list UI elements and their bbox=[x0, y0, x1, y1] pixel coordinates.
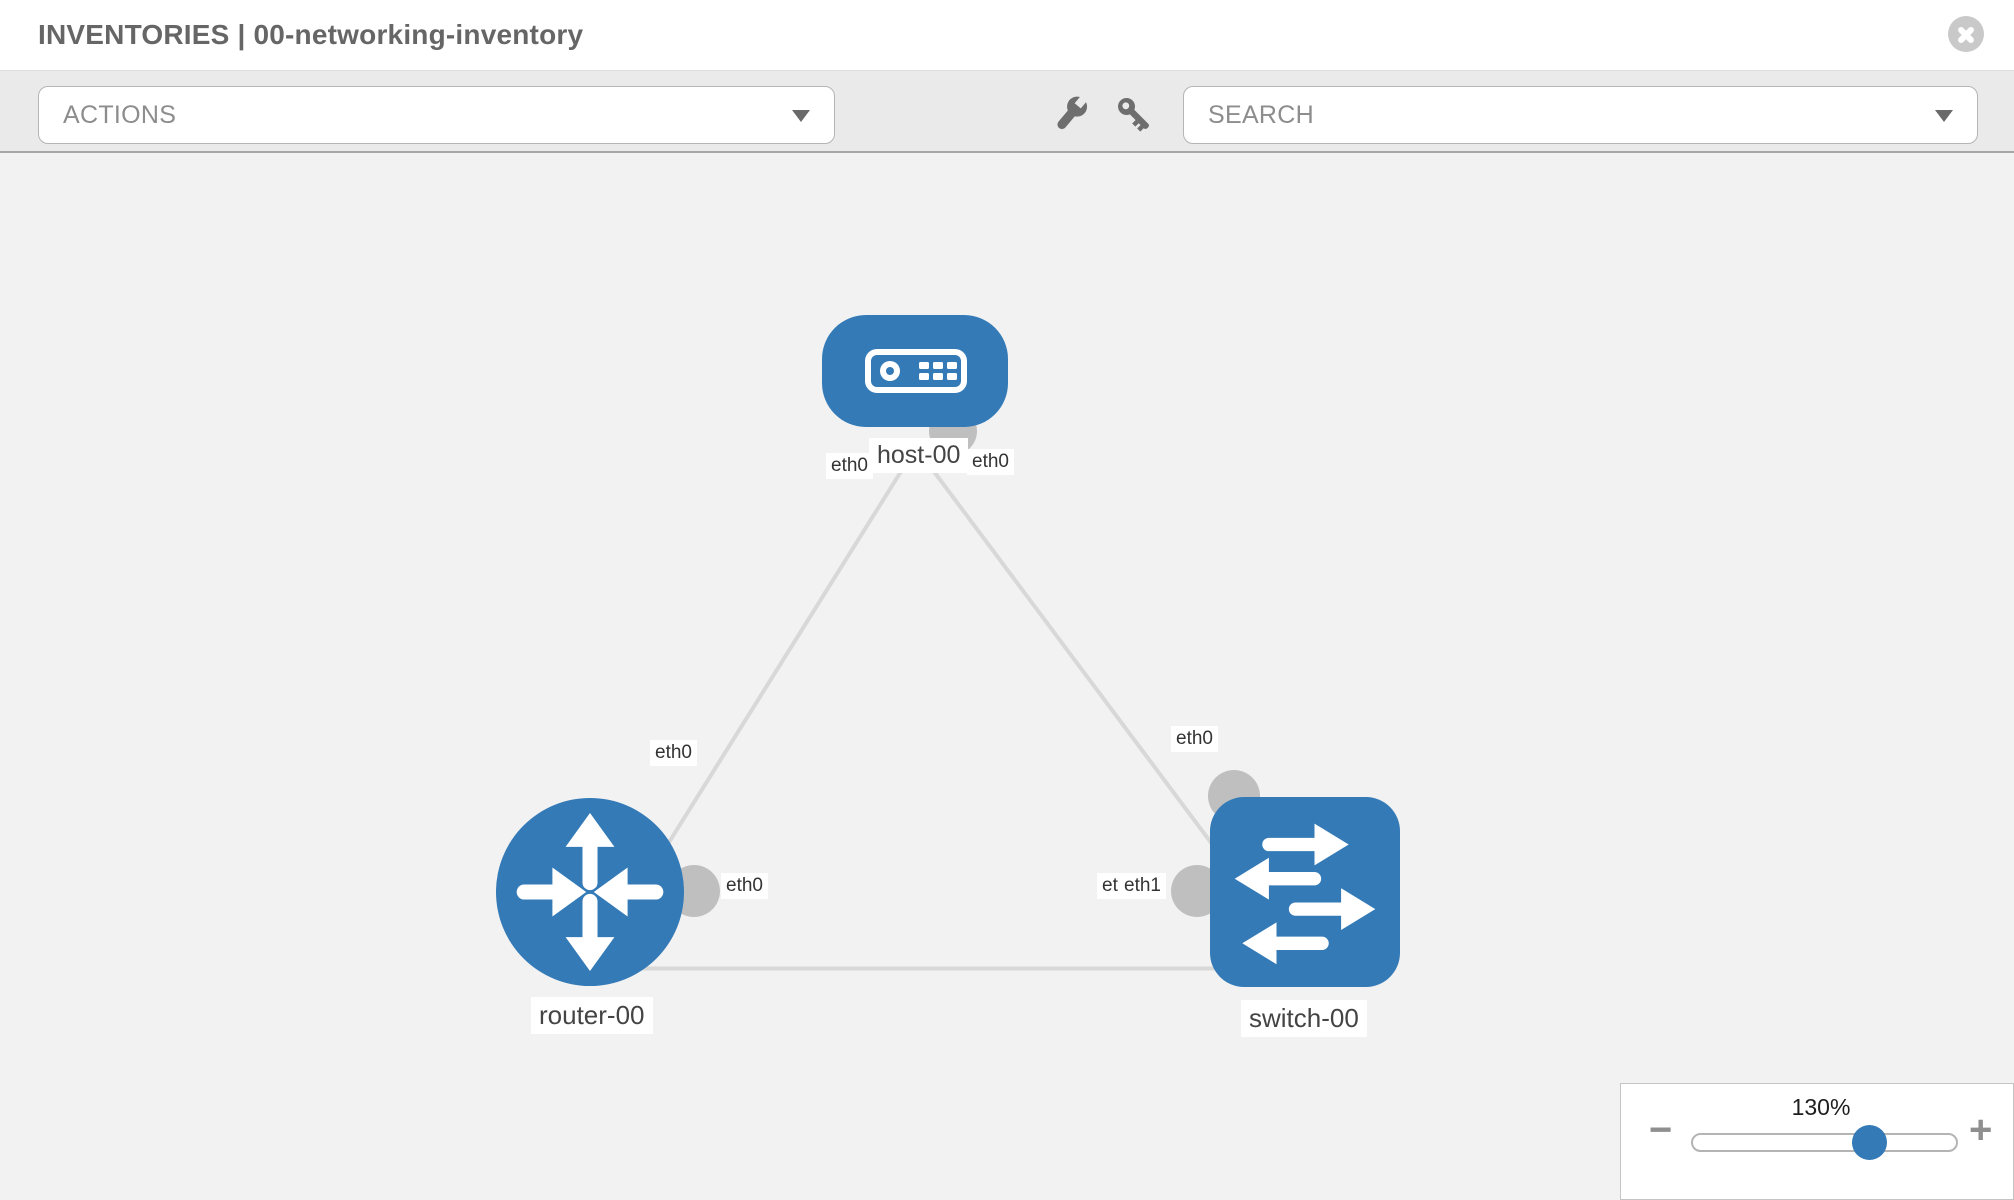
iface-label-switch-eth1: eth1 bbox=[1119, 873, 1166, 899]
wrench-icon bbox=[1057, 94, 1088, 130]
node-router-00[interactable] bbox=[496, 798, 684, 986]
key-button[interactable] bbox=[1112, 92, 1158, 138]
zoom-level-value: 130% bbox=[1791, 1094, 1851, 1120]
key-icon bbox=[1118, 98, 1149, 132]
page-title: INVENTORIES | 00-networking-inventory bbox=[38, 19, 584, 50]
node-switch-00[interactable] bbox=[1210, 797, 1400, 987]
node-label-router-00: router-00 bbox=[531, 997, 653, 1034]
actions-dropdown[interactable]: ACTIONS bbox=[38, 86, 835, 144]
node-label-switch-00: switch-00 bbox=[1241, 1000, 1367, 1037]
iface-label-switch-eth0-uplink: eth0 bbox=[1171, 726, 1218, 752]
iface-label-host-eth0-right: eth0 bbox=[967, 449, 1014, 475]
zoom-in-button[interactable]: + bbox=[1969, 1108, 1993, 1152]
configure-button[interactable] bbox=[1047, 92, 1093, 138]
zoom-out-button[interactable]: − bbox=[1649, 1108, 1673, 1152]
iface-label-router-eth0-uplink: eth0 bbox=[650, 740, 697, 766]
iface-label-host-eth0-left: eth0 bbox=[826, 453, 873, 479]
chevron-down-icon bbox=[792, 110, 810, 122]
toolbar: ACTIONS SEARCH bbox=[0, 70, 2014, 153]
iface-label-router-eth0: eth0 bbox=[721, 873, 768, 899]
close-button[interactable] bbox=[1948, 16, 1984, 52]
zoom-slider-track[interactable] bbox=[1691, 1125, 1958, 1160]
search-dropdown-label: SEARCH bbox=[1208, 101, 1314, 129]
search-dropdown[interactable]: SEARCH bbox=[1183, 86, 1978, 144]
actions-dropdown-label: ACTIONS bbox=[63, 101, 177, 129]
zoom-panel: 130% − + bbox=[1620, 1083, 2014, 1200]
node-host-00[interactable] bbox=[822, 315, 1008, 427]
topology-links bbox=[588, 446, 1307, 971]
chevron-down-icon bbox=[1935, 110, 1953, 122]
zoom-slider-knob[interactable] bbox=[1852, 1125, 1887, 1160]
header: INVENTORIES | 00-networking-inventory bbox=[0, 0, 2014, 70]
host-icon bbox=[865, 349, 967, 393]
topology-canvas[interactable]: host-00 router-00 switch-00 eth0 eth0 et… bbox=[0, 153, 2014, 1200]
node-label-host-00: host-00 bbox=[869, 438, 969, 473]
